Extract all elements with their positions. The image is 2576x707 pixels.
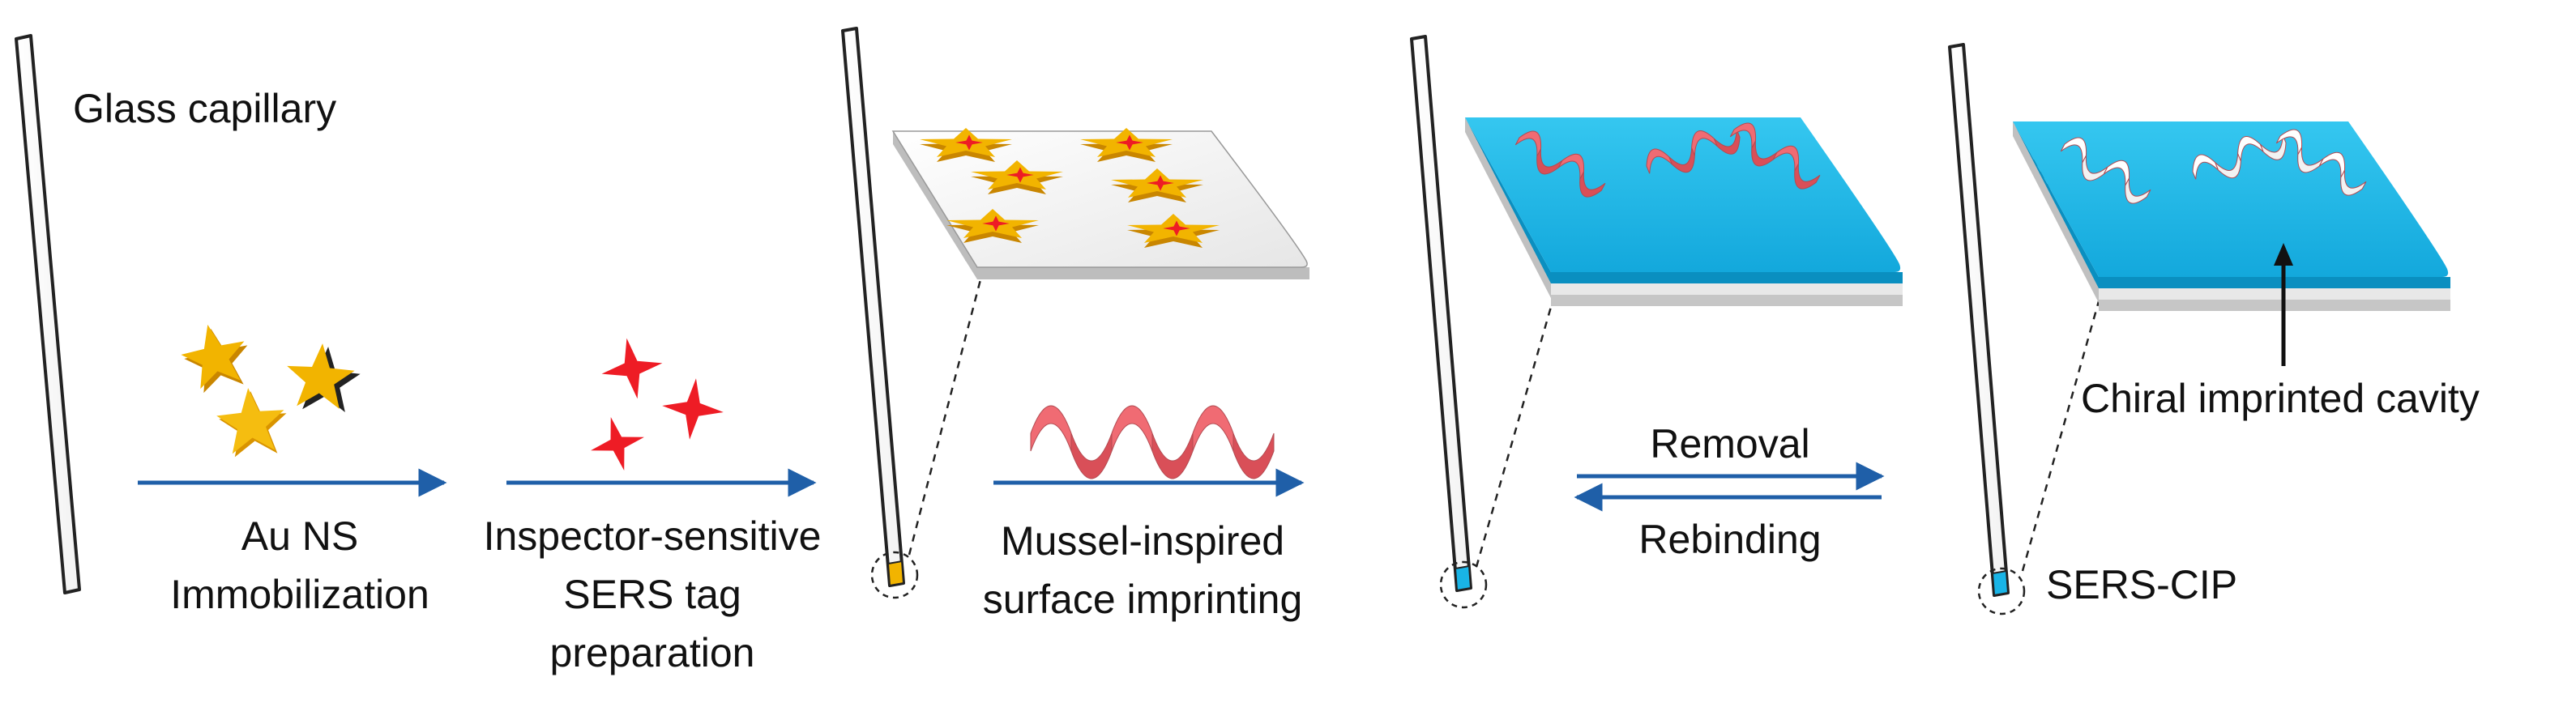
star-with-tag-icon [971,160,1063,194]
label-mussel-line2: surface imprinting [982,577,1303,622]
capillary-plain [15,34,81,594]
label-au-ns-line2: Immobilization [170,572,429,617]
label-sers-tag-line3: preparation [549,630,755,675]
star-icon [216,388,284,454]
label-sers-tag-line2: SERS tag [563,572,741,617]
label-removal: Removal [1650,421,1810,466]
helix-template-icon [1646,129,1741,174]
cavity-icon [2060,137,2151,204]
cavity-icon [2275,129,2367,196]
helix-template [1030,405,1275,479]
helix-template-icon [1729,122,1821,190]
star-with-tag-icon [1080,128,1173,162]
label-au-ns-line1: Au NS [241,513,359,559]
label-mussel-line1: Mussel-inspired [1000,518,1285,564]
sers-tags [591,338,724,471]
tag-icon [662,378,724,440]
star-icon [287,343,355,409]
label-sers-cip: SERS-CIP [2046,562,2238,607]
star-icon [181,324,245,390]
label-chiral-cavity: Chiral imprinted cavity [2081,376,2480,421]
star-with-tag-icon [1127,214,1220,248]
tag-icon [591,417,644,471]
substrate-au-tags [891,128,1309,279]
helix-template-icon [1514,130,1606,198]
au-ns-stars [181,324,361,458]
tag-icon [601,338,663,399]
helix-ribbon-icon [1030,405,1275,479]
cavity-pointer-head [2274,243,2293,266]
imprinted-film-cavity [2013,121,2450,311]
label-sers-tag-line1: Inspector-sensitive [483,513,822,559]
star-with-tag-icon [1111,168,1203,202]
label-glass-capillary: Glass capillary [73,86,337,131]
capillary-gold [841,27,986,599]
imprinted-film-template [1465,117,1903,306]
star-with-tag-icon [920,128,1012,162]
label-rebinding: Rebinding [1638,517,1822,562]
cavity-icon [2192,134,2287,180]
star-with-tag-icon [946,209,1039,243]
